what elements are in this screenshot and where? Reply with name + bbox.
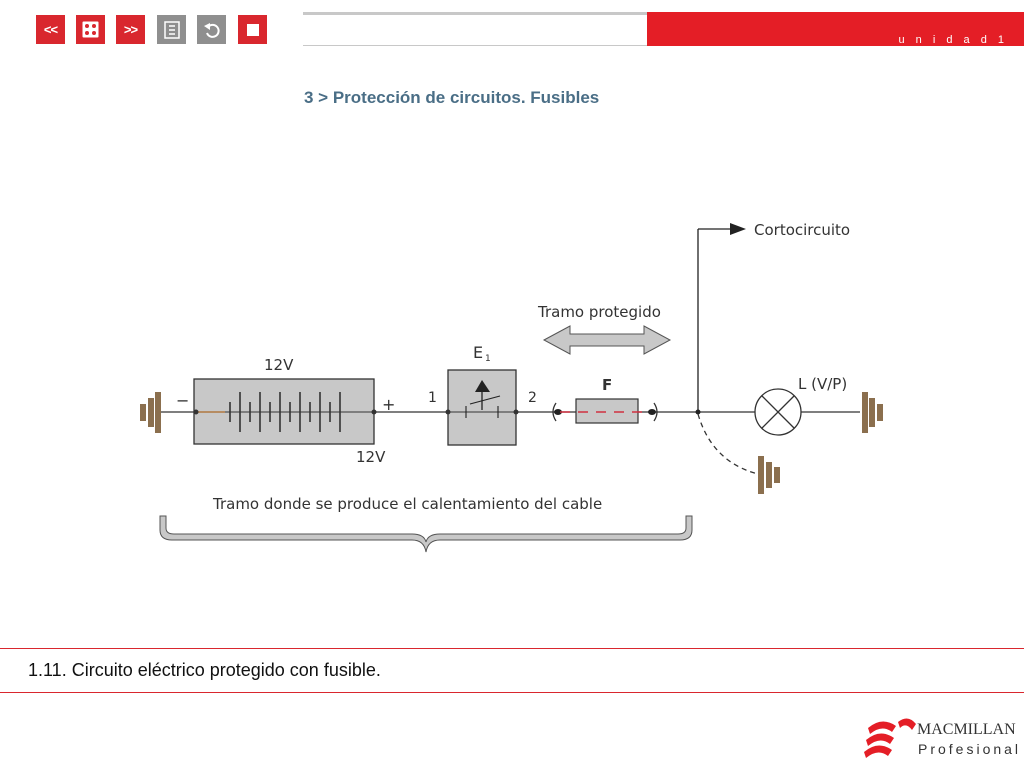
- list-icon: [163, 20, 180, 39]
- next-button[interactable]: >>: [116, 15, 145, 44]
- ground-right-icon: [862, 392, 883, 433]
- switch-subscript: 1: [485, 354, 491, 364]
- macmillan-logo-icon: MACMILLAN Profesional: [864, 718, 1021, 758]
- short-circuit-label: Cortocircuito: [754, 221, 850, 239]
- next-label: >>: [123, 22, 138, 37]
- fuse: [552, 398, 658, 424]
- circuit-diagram: 12V 12V − + E 1 1 2 F Tramo protegido Co…: [140, 221, 883, 553]
- header-divider: [303, 12, 648, 46]
- unit-label: u n i d a d 1: [898, 34, 1008, 46]
- protected-section-label: Tramo protegido: [537, 303, 661, 321]
- heating-section-brace: [159, 515, 693, 553]
- unit-banner: u n i d a d 1: [647, 12, 1024, 46]
- previous-button[interactable]: <<: [36, 15, 65, 44]
- fuse-label: F: [602, 376, 612, 394]
- figure-caption: 1.11. Circuito eléctrico protegido con f…: [28, 660, 381, 680]
- short-path-dashed: [697, 413, 759, 475]
- short-circuit-arrow: [695, 223, 746, 415]
- index-button[interactable]: [76, 15, 105, 44]
- menu-button[interactable]: [157, 15, 186, 44]
- section-title: 3 > Protección de circuitos. Fusibles: [304, 88, 600, 107]
- ground-short-icon: [758, 456, 780, 494]
- battery-top-label: 12V: [264, 356, 294, 374]
- terminal-2-label: 2: [528, 390, 537, 406]
- lamp-label: L (V/P): [798, 375, 847, 393]
- stop-icon: [246, 23, 259, 36]
- battery-bottom-label: 12V: [356, 448, 386, 466]
- minus-sign: −: [176, 391, 189, 410]
- back-button[interactable]: [197, 15, 226, 44]
- plus-sign: +: [382, 395, 395, 414]
- undo-icon: [203, 22, 220, 38]
- protected-section-arrow: [542, 325, 672, 355]
- heating-section-label: Tramo donde se produce el calentamiento …: [212, 495, 602, 513]
- logo-brand-top: MACMILLAN: [917, 721, 1016, 738]
- logo-brand-bottom: Profesional: [918, 741, 1021, 757]
- battery: [193, 378, 377, 445]
- macmillan-logo: MACMILLAN Profesional: [862, 712, 1022, 762]
- dice-icon: [82, 21, 99, 38]
- previous-label: <<: [43, 22, 58, 37]
- lamp-icon: [754, 388, 802, 436]
- exit-button[interactable]: [238, 15, 267, 44]
- terminal-1-label: 1: [428, 390, 437, 406]
- switch-e1: [445, 369, 519, 446]
- switch-label: E: [473, 343, 483, 362]
- ground-left-icon: [140, 392, 161, 433]
- caption-bar: [0, 648, 1024, 693]
